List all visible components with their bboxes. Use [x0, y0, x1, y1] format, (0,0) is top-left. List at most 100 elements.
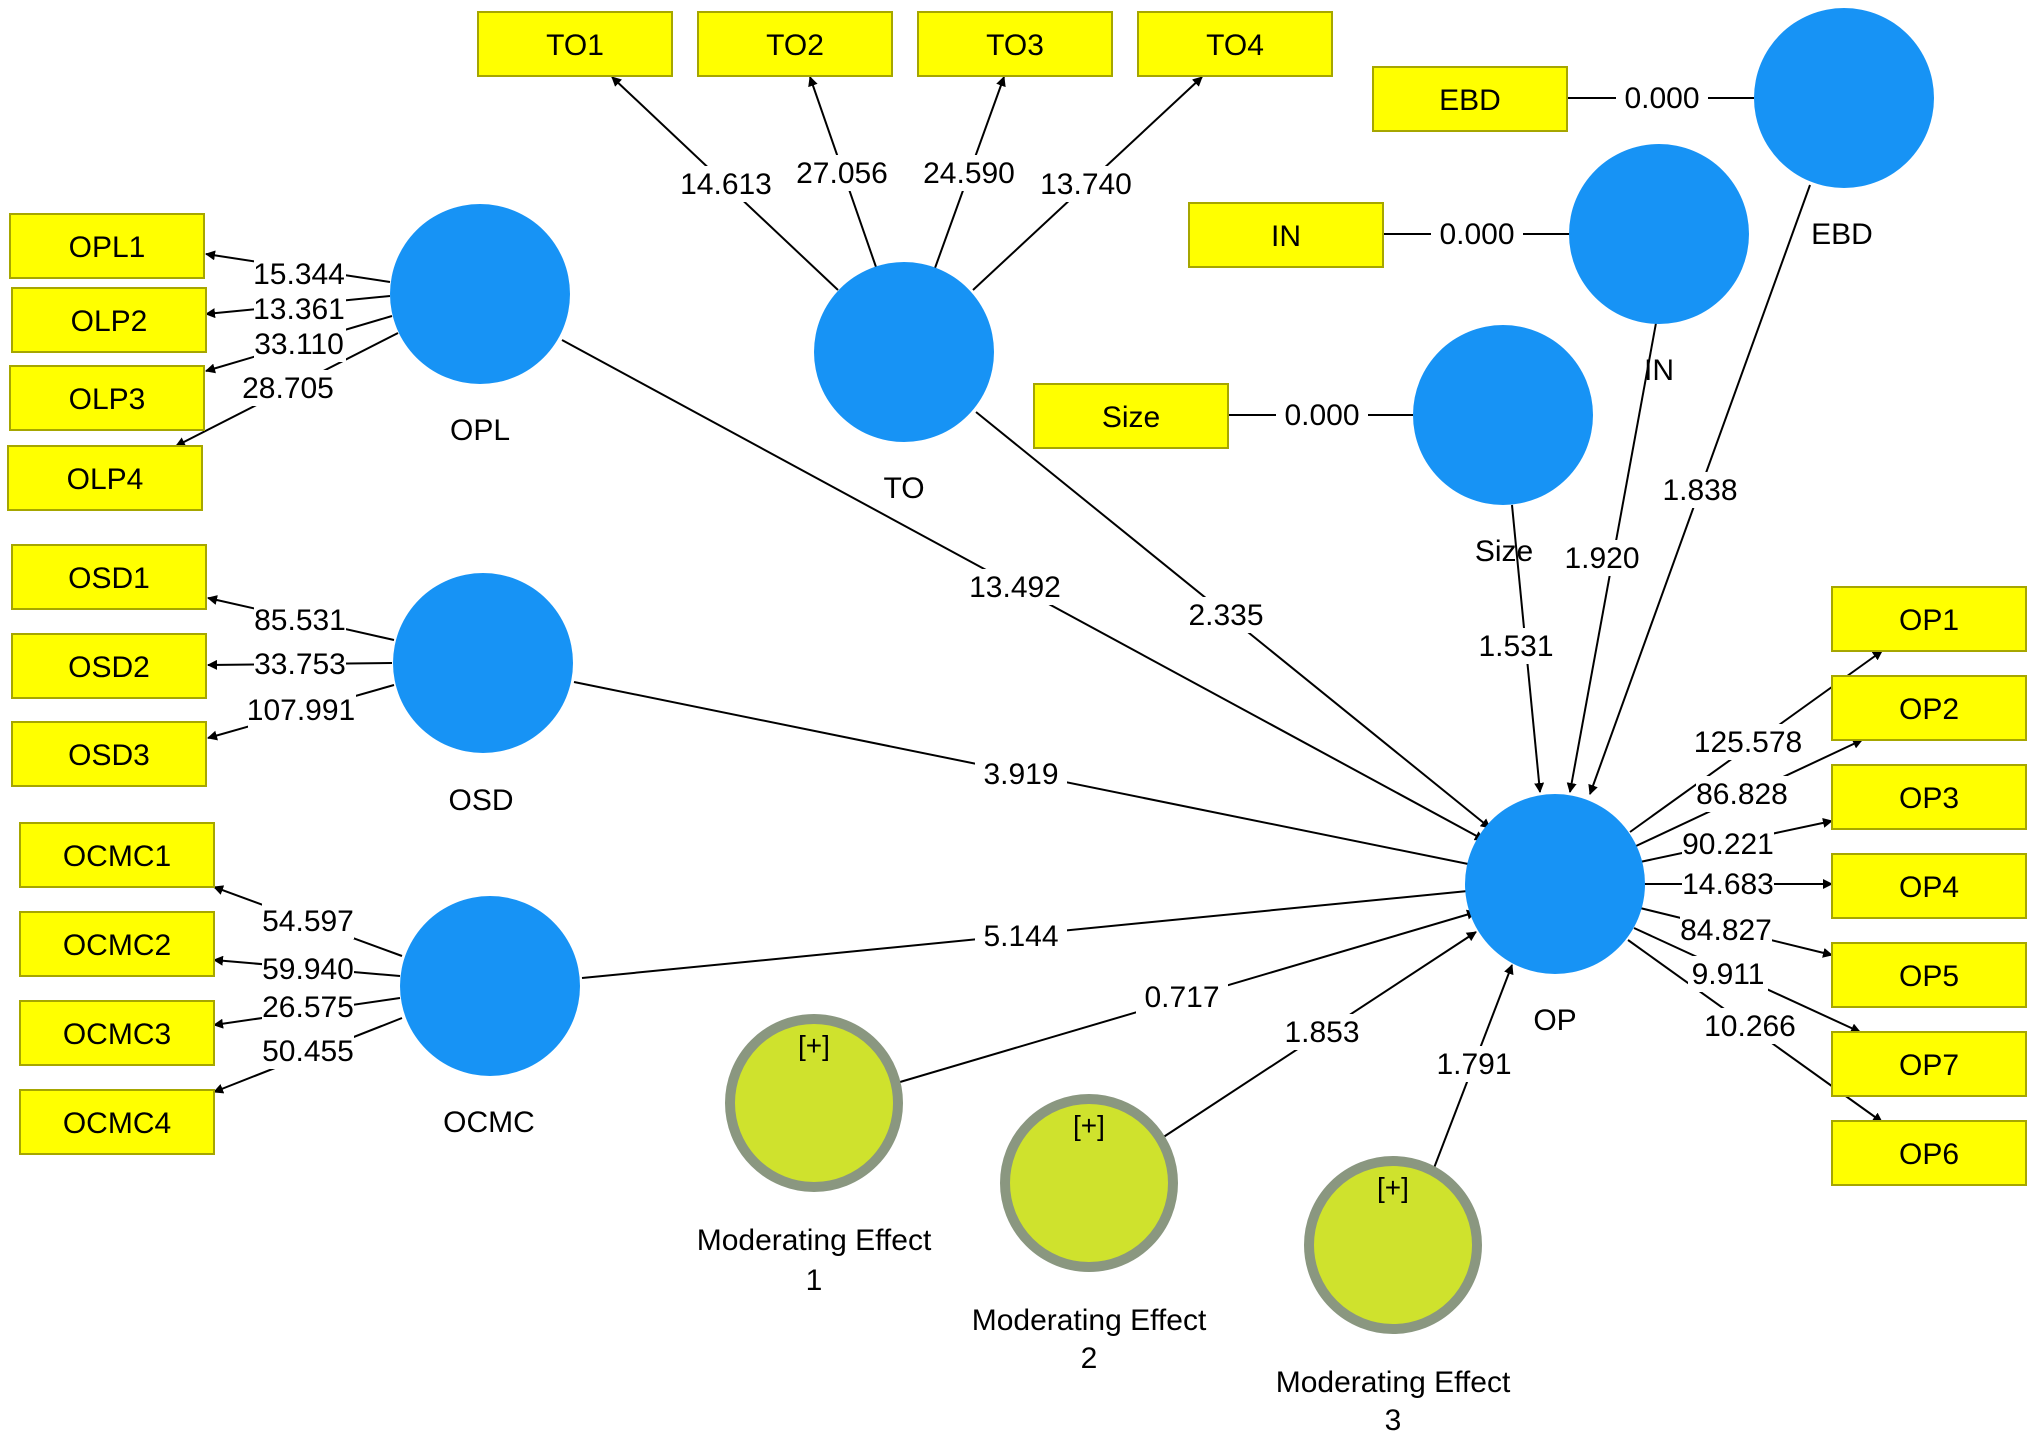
expand-icon[interactable]: [+]: [798, 1030, 830, 1061]
indicator-op6[interactable]: OP6: [1831, 1120, 2027, 1186]
indicator-label: OP1: [1899, 604, 1959, 637]
construct-moderating-effect-2[interactable]: [1000, 1094, 1178, 1272]
value-path-mod3-op: 1.791: [1436, 1048, 1511, 1081]
construct-in[interactable]: [1569, 144, 1749, 324]
value-olp2: 13.361: [253, 293, 345, 326]
value-ocmc4: 50.455: [262, 1035, 354, 1068]
value-op7: 9.911: [1692, 958, 1765, 991]
indicator-to4[interactable]: TO4: [1137, 11, 1333, 77]
construct-ocmc[interactable]: [400, 896, 580, 1076]
construct-label-op: OP: [1533, 1004, 1576, 1037]
construct-label-moderating-effect-3-number: 3: [1385, 1404, 1402, 1437]
construct-op[interactable]: [1465, 794, 1645, 974]
value-opl1: 15.344: [253, 258, 345, 291]
indicator-op1[interactable]: OP1: [1831, 586, 2027, 652]
indicator-label: TO3: [986, 29, 1044, 62]
expand-icon[interactable]: [+]: [1073, 1110, 1105, 1141]
indicator-to1[interactable]: TO1: [477, 11, 673, 77]
indicator-label: OP7: [1899, 1049, 1959, 1082]
value-path-ebd-op: 1.838: [1662, 474, 1737, 507]
indicator-op4[interactable]: OP4: [1831, 853, 2027, 919]
indicator-ocmc3[interactable]: OCMC3: [19, 1000, 215, 1066]
indicator-label: OSD1: [68, 562, 150, 595]
construct-label-moderating-effect-2: Moderating Effect: [972, 1304, 1207, 1337]
value-ocmc2: 59.940: [262, 953, 354, 986]
construct-label-moderating-effect-1: Moderating Effect: [697, 1224, 932, 1257]
value-path-osd-op: 3.919: [983, 758, 1058, 791]
construct-moderating-effect-3[interactable]: [1304, 1156, 1482, 1334]
indicator-label: OCMC2: [63, 929, 171, 962]
indicator-label: OP4: [1899, 871, 1959, 904]
indicator-olp4[interactable]: OLP4: [7, 445, 203, 511]
value-path-to-op: 2.335: [1188, 599, 1263, 632]
indicator-osd3[interactable]: OSD3: [11, 721, 207, 787]
indicator-osd1[interactable]: OSD1: [11, 544, 207, 610]
indicator-label: OPL1: [69, 231, 146, 264]
construct-to[interactable]: [814, 262, 994, 442]
indicator-opl1[interactable]: OPL1: [9, 213, 205, 279]
value-osd3: 107.991: [247, 694, 355, 727]
construct-label-moderating-effect-1-number: 1: [806, 1264, 823, 1297]
value-osd2: 33.753: [254, 648, 346, 681]
construct-label-in: IN: [1644, 354, 1674, 387]
construct-label-to: TO: [883, 472, 924, 505]
indicator-ocmc2[interactable]: OCMC2: [19, 911, 215, 977]
construct-label-moderating-effect-2-number: 2: [1081, 1342, 1098, 1375]
construct-opl[interactable]: [390, 204, 570, 384]
construct-osd[interactable]: [393, 573, 573, 753]
value-path-ocmc-op: 5.144: [983, 920, 1058, 953]
value-to2: 27.056: [796, 157, 888, 190]
expand-icon[interactable]: [+]: [1377, 1172, 1409, 1203]
indicator-label: OLP4: [67, 463, 144, 496]
value-op3: 90.221: [1682, 828, 1774, 861]
indicator-label: OLP2: [71, 305, 148, 338]
indicator-in[interactable]: IN: [1188, 202, 1384, 268]
indicator-label: TO1: [546, 29, 604, 62]
indicator-label: OSD3: [68, 739, 150, 772]
indicator-label: OP5: [1899, 960, 1959, 993]
indicator-size[interactable]: Size: [1033, 383, 1229, 449]
construct-label-osd: OSD: [448, 784, 513, 817]
indicator-osd2[interactable]: OSD2: [11, 633, 207, 699]
value-path-mod1-op: 0.717: [1144, 981, 1219, 1014]
value-path-in-op: 1.920: [1564, 542, 1639, 575]
value-op6: 10.266: [1704, 1010, 1796, 1043]
value-op4: 14.683: [1682, 868, 1774, 901]
indicator-op7[interactable]: OP7: [1831, 1031, 2027, 1097]
indicator-olp3[interactable]: OLP3: [9, 365, 205, 431]
value-op1: 125.578: [1694, 726, 1802, 759]
construct-moderating-effect-1[interactable]: [725, 1014, 903, 1192]
value-to3: 24.590: [923, 157, 1015, 190]
indicator-label: OP6: [1899, 1138, 1959, 1171]
indicator-olp2[interactable]: OLP2: [11, 287, 207, 353]
construct-size[interactable]: [1413, 325, 1593, 505]
indicator-op5[interactable]: OP5: [1831, 942, 2027, 1008]
construct-label-ocmc: OCMC: [443, 1106, 535, 1139]
value-size-indicator: 0.000: [1284, 399, 1359, 432]
indicator-label: OP2: [1899, 693, 1959, 726]
indicator-label: OP3: [1899, 782, 1959, 815]
indicator-ebd[interactable]: EBD: [1372, 66, 1568, 132]
indicator-op3[interactable]: OP3: [1831, 764, 2027, 830]
value-path-opl-op: 13.492: [969, 571, 1061, 604]
indicator-to2[interactable]: TO2: [697, 11, 893, 77]
value-path-mod2-op: 1.853: [1284, 1016, 1359, 1049]
indicator-label: OLP3: [69, 383, 146, 416]
indicator-ocmc4[interactable]: OCMC4: [19, 1089, 215, 1155]
value-olp4: 28.705: [242, 372, 334, 405]
value-op2: 86.828: [1696, 778, 1788, 811]
value-ebd-indicator: 0.000: [1624, 82, 1699, 115]
indicator-label: IN: [1271, 220, 1301, 253]
indicator-label: Size: [1102, 401, 1160, 434]
indicator-label: OCMC3: [63, 1018, 171, 1051]
construct-label-ebd: EBD: [1811, 218, 1873, 251]
indicator-label: OCMC1: [63, 840, 171, 873]
indicator-ocmc1[interactable]: OCMC1: [19, 822, 215, 888]
construct-ebd[interactable]: [1754, 8, 1934, 188]
indicator-op2[interactable]: OP2: [1831, 675, 2027, 741]
indicator-to3[interactable]: TO3: [917, 11, 1113, 77]
value-ocmc1: 54.597: [262, 905, 354, 938]
value-to4: 13.740: [1040, 168, 1132, 201]
value-path-size-op: 1.531: [1478, 630, 1553, 663]
